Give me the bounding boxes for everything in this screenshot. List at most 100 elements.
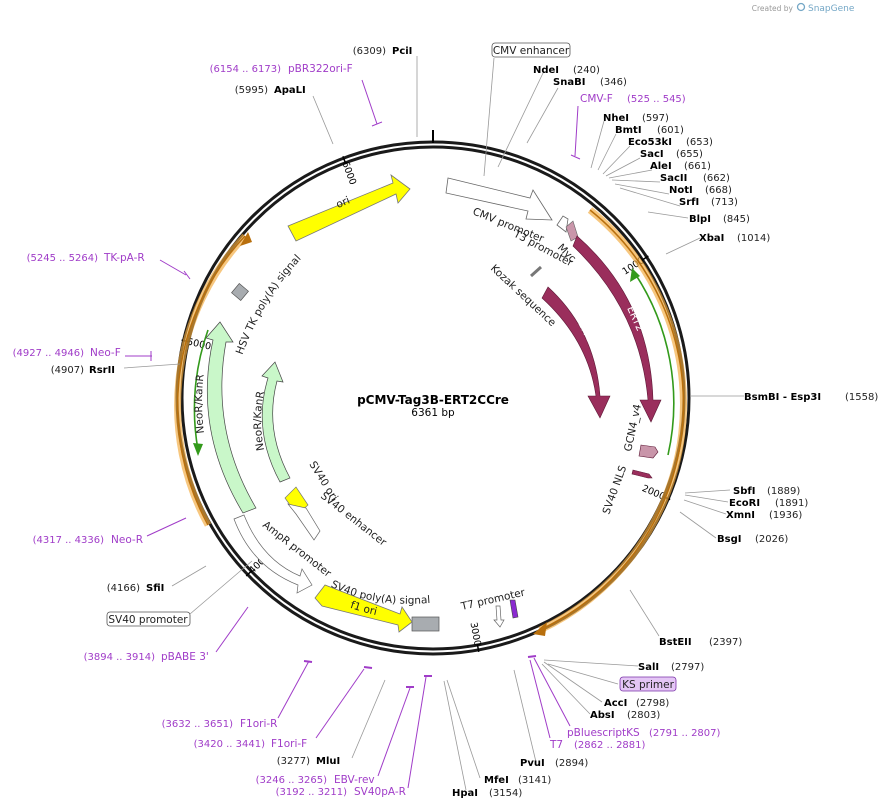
enzyme-absi[interactable]: AbsI [590, 710, 615, 721]
enzyme-mfei[interactable]: MfeI [484, 775, 509, 786]
pos-xbai: (1014) [737, 233, 770, 244]
enzyme-bmti[interactable]: BmtI [615, 125, 642, 136]
feature-neor-kanr-outer[interactable]: NeoR/KanR [193, 321, 257, 514]
enzyme-alei[interactable]: AleI [650, 161, 672, 172]
feature-hsv-tk-polya[interactable]: HSV TK poly(A) signal [231, 253, 304, 357]
pos-neo-r: (4317 .. 4336) [33, 535, 105, 546]
feature-f1-ori[interactable]: f1 ori [314, 584, 413, 633]
enzyme-saci[interactable]: SacI [640, 149, 664, 160]
enzyme-bsgi[interactable]: BsgI [717, 534, 741, 545]
pos-f1ori-r: (3632 .. 3651) [162, 719, 234, 730]
tick-label-6000: 6000 [339, 160, 358, 187]
enzyme-ndei[interactable]: NdeI [533, 65, 559, 76]
pos-pbabe3: (3894 .. 3914) [84, 652, 156, 663]
enzyme-noti[interactable]: NotI [669, 185, 693, 196]
leader-snabi [526, 87, 559, 144]
pos-acci: (2798) [636, 698, 669, 709]
enzyme-acci[interactable]: AccI [604, 698, 627, 709]
pos-pcii: (6309) [353, 46, 386, 57]
pos-bmti: (601) [657, 125, 684, 136]
ks-primer-label: KS primer [622, 679, 674, 691]
primer-cmv-f[interactable]: CMV-F [580, 93, 613, 105]
primer-tk-pa-r[interactable]: TK-pA-R [103, 252, 145, 264]
primer-sv40pa-r[interactable]: SV40pA-R [354, 786, 406, 798]
pos-neo-f: (4927 .. 4946) [13, 348, 85, 359]
primer-t7[interactable]: T7 [549, 739, 563, 751]
primer-pbluescriptks[interactable]: pBluescriptKS [567, 727, 640, 739]
ampr-promoter-label: AmpR promoter [260, 519, 334, 580]
sv40-promoter-leader [189, 560, 253, 615]
leader-acci [543, 661, 603, 703]
tick-label-5000: 5000 [186, 337, 212, 353]
pos-sv40pa-r: (3192 .. 3211) [276, 787, 348, 798]
pos-pbr322ori-f: (6154 .. 6173) [210, 64, 282, 75]
pos-noti: (668) [705, 185, 732, 196]
enzyme-mlui[interactable]: MluI [316, 756, 340, 767]
enzyme-bsmbi-esp3i[interactable]: BsmBI - Esp3I [744, 392, 821, 403]
primer-neo-f[interactable]: Neo-F [90, 347, 121, 359]
leader-ndei [497, 70, 545, 168]
enzyme-blpi[interactable]: BlpI [689, 214, 711, 225]
primer-f1ori-r[interactable]: F1ori-R [240, 718, 277, 730]
pos-cmv-f: (525 .. 545) [627, 94, 686, 105]
enzyme-pcii[interactable]: PciI [392, 46, 412, 57]
pos-hpai: (3154) [489, 788, 522, 799]
pos-nhei: (597) [642, 113, 669, 124]
primer-neo-r[interactable]: Neo-R [111, 534, 143, 546]
brand-prefix: Created by [752, 4, 794, 13]
feature-ampr-promoter[interactable]: AmpR promoter [233, 514, 334, 594]
enzyme-ecori[interactable]: EcoRI [729, 498, 760, 509]
enzyme-sali[interactable]: SalI [638, 662, 659, 673]
leader-alei [608, 169, 653, 179]
leader-apali [312, 95, 334, 145]
enzyme-xbai[interactable]: XbaI [699, 233, 724, 244]
leader-noti [614, 183, 670, 195]
feature-cmv-promoter[interactable]: CMV promoter [445, 177, 553, 245]
snapgene-badge[interactable]: Created by SnapGene [752, 2, 855, 15]
feature-ori[interactable]: ori [287, 174, 411, 242]
enzyme-pvui[interactable]: PvuI [520, 758, 545, 769]
enzyme-sacii[interactable]: SacII [660, 173, 687, 184]
leader-t7 [529, 659, 551, 739]
feature-er-lbd[interactable]: ER-LBD [541, 286, 611, 419]
enzyme-nhei[interactable]: NheI [603, 113, 629, 124]
ert2-arrow [572, 235, 662, 423]
leader-f1ori-f [315, 668, 365, 739]
leader-nhei [590, 120, 605, 169]
pos-srfi: (713) [711, 197, 738, 208]
f1-ori-arrow [314, 584, 413, 633]
enzyme-snabi[interactable]: SnaBI [553, 77, 585, 88]
enzyme-sfii[interactable]: SfiI [146, 583, 164, 594]
neo-orf-arc[interactable] [176, 235, 246, 526]
leader-lines [123, 56, 744, 791]
primer-pbr322ori-f[interactable]: pBR322ori-F [288, 63, 353, 75]
enzyme-rsrii[interactable]: RsrII [89, 365, 115, 376]
cmv-enhancer-callout[interactable]: CMV enhancer [483, 42, 571, 177]
primer-pbabe3[interactable]: pBABE 3' [161, 651, 209, 663]
enzyme-eco53ki[interactable]: Eco53kI [628, 137, 672, 148]
enzyme-bsteii[interactable]: BstEII [659, 637, 692, 648]
feature-t7-promoter[interactable]: T7 promoter [459, 586, 527, 628]
pos-bsmbi: (1558) [845, 392, 878, 403]
primer-f1ori-f[interactable]: F1ori-F [271, 738, 307, 750]
plasmid-length: 6361 bp [411, 407, 455, 419]
hsv-tk-box [231, 283, 249, 301]
leader-ecori [684, 494, 729, 503]
pos-snabi: (346) [600, 77, 627, 88]
feature-neor-kanr-inner[interactable]: NeoR/KanR [252, 361, 291, 483]
pos-xmni: (1936) [769, 510, 802, 521]
enzyme-srfi[interactable]: SrfI [679, 197, 699, 208]
enzyme-xmni[interactable]: XmnI [726, 510, 755, 521]
sv40-promoter-callout[interactable]: SV40 promoter [106, 560, 253, 627]
cre-orf-arc[interactable] [539, 209, 685, 631]
enzyme-hpai[interactable]: HpaI [452, 788, 478, 799]
enzyme-sbfi[interactable]: SbfI [733, 486, 755, 497]
primer-ebv-rev[interactable]: EBV-rev [334, 774, 375, 786]
ampr-promoter-arrow [233, 514, 313, 594]
pos-eco53ki: (653) [686, 137, 713, 148]
pos-f1ori-f: (3420 .. 3441) [194, 739, 266, 750]
ks-primer-callout[interactable]: KS primer [547, 663, 677, 692]
enzyme-apali[interactable]: ApaLI [274, 85, 306, 96]
leader-bsteii [629, 589, 660, 637]
